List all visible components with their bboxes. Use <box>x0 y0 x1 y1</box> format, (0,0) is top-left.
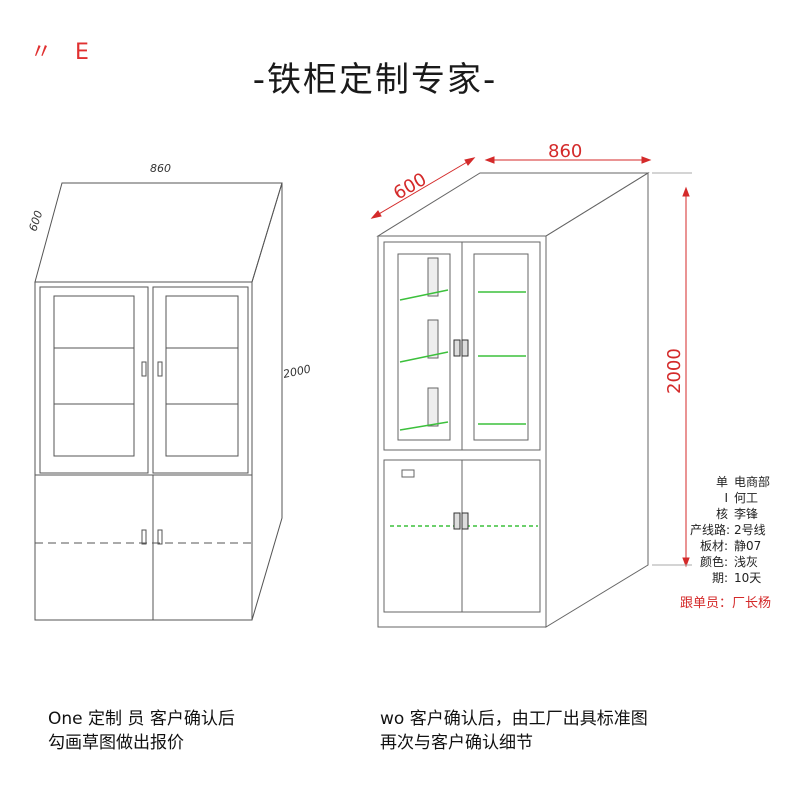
drawing-right-glass <box>473 253 529 441</box>
depth-dimension-line <box>371 157 475 219</box>
spec-row: 单电商部 <box>715 475 771 489</box>
drawing-height-label: 2000 <box>664 348 685 394</box>
sketch-handle <box>141 361 147 377</box>
spec-row: 颜色:浅灰 <box>699 555 759 569</box>
caption-right-line1: wo 客户确认后，由工厂出具标准图 <box>380 709 648 729</box>
drawing-width-label: 860 <box>548 141 582 162</box>
sketch-handle <box>141 529 147 545</box>
spec-row: 板材:静07 <box>699 539 762 553</box>
drawing-handle <box>453 512 461 530</box>
sketch-handle <box>157 529 163 545</box>
spec-row: 产线路:2号线 <box>690 523 766 537</box>
drawing-handle <box>461 512 469 530</box>
drawing-depth-label: 600 <box>390 169 430 204</box>
sketch-height-label: 2000 <box>282 362 312 381</box>
corner-mark: 〃 E <box>30 40 97 65</box>
caption-left-line2: 勾画草图做出报价 <box>48 733 184 753</box>
spec-row: 期:10天 <box>711 571 762 585</box>
sketch-left-glass-door <box>39 286 149 474</box>
drawing-left-glass <box>397 253 451 441</box>
spec-row: 核李锋 <box>715 507 759 521</box>
sketch-depth-label: 600 <box>26 209 45 233</box>
drawing-front-face <box>377 235 547 628</box>
sketch-width-label: 860 <box>150 162 171 175</box>
drawing-handle <box>461 339 469 357</box>
caption-right-line2: 再次与客户确认细节 <box>380 733 533 753</box>
drawing-shelves <box>390 289 538 527</box>
sketch-front-face <box>34 281 253 621</box>
page-title: -铁柜定制专家- <box>252 60 498 100</box>
sketch-handle <box>157 361 163 377</box>
drawing-label-slot <box>401 469 415 478</box>
drawing-side-face <box>545 172 649 628</box>
sketch-right-glass-door <box>152 286 249 474</box>
caption-left-line1: One 定制 员 客户确认后 <box>48 709 235 729</box>
follow-up-label: 跟单员：厂长杨 <box>680 596 772 611</box>
drawing-handle <box>453 339 461 357</box>
